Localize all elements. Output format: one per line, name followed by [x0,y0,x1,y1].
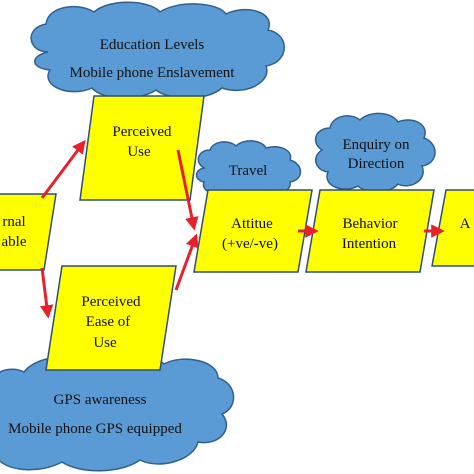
cloud-travel: Travel [195,140,302,197]
box-behavior-shape [305,189,435,273]
arrow-external-to-perceived-ease [39,267,54,319]
box-external-line1: rnal [2,214,25,230]
arrow-external-to-perceived-use [40,139,86,199]
box-behavior-line2: Intention [342,236,397,252]
box-perceived-use-line1: Perceived [112,124,172,140]
box-perceived-ease-line1: Perceived [81,294,141,310]
cloud-bottom: GPS awareness Mobile phone GPS equipped [0,352,235,472]
box-actual-shape [431,189,474,267]
arrow-perceived-ease-to-attitude [174,233,199,291]
box-actual-line1: A [460,216,471,232]
box-perceived-ease-line3: Use [93,335,117,351]
cloud-bottom-line1: GPS awareness [54,392,147,408]
cloud-travel-label: Travel [229,163,268,179]
cloud-enquiry-line1: Enquiry on [342,137,410,153]
box-actual-use: A [431,189,474,267]
box-perceived-ease-line2: Ease of [86,314,131,330]
arrow-perceived-use-to-attitude [176,149,199,231]
box-behavior-line1: Behavior [343,216,398,232]
box-perceived-ease-of-use: Perceived Ease of Use [45,265,177,371]
cloud-top: Education Levels Mobile phone Enslavemen… [30,1,285,99]
cloud-top-line2: Mobile phone Enslavement [70,65,236,81]
box-perceived-use: Perceived Use [79,95,205,201]
box-attitude-line1: Attitue [231,216,273,232]
box-behavior-intention: Behavior Intention [305,189,435,273]
cloud-enquiry: Enquiry on Direction [314,112,436,193]
box-attitude-line2: (+ve/-ve) [222,236,278,252]
cloud-top-shape [30,1,285,99]
cloud-top-line1: Education Levels [100,37,205,53]
box-perceived-use-line2: Use [127,144,151,160]
box-external-line2: able [2,234,27,250]
cloud-enquiry-line2: Direction [348,156,405,172]
cloud-enquiry-shape [314,112,436,193]
box-external-shape [0,193,57,271]
box-perceived-use-shape [79,95,205,201]
cloud-bottom-shape [0,352,235,472]
box-attitude-shape [193,189,313,273]
box-attitude: Attitue (+ve/-ve) [193,189,313,273]
arrows [39,139,445,319]
box-perceived-ease-shape [45,265,177,371]
cloud-bottom-line2: Mobile phone GPS equipped [8,421,182,437]
box-external-variable: rnal able [0,193,57,271]
